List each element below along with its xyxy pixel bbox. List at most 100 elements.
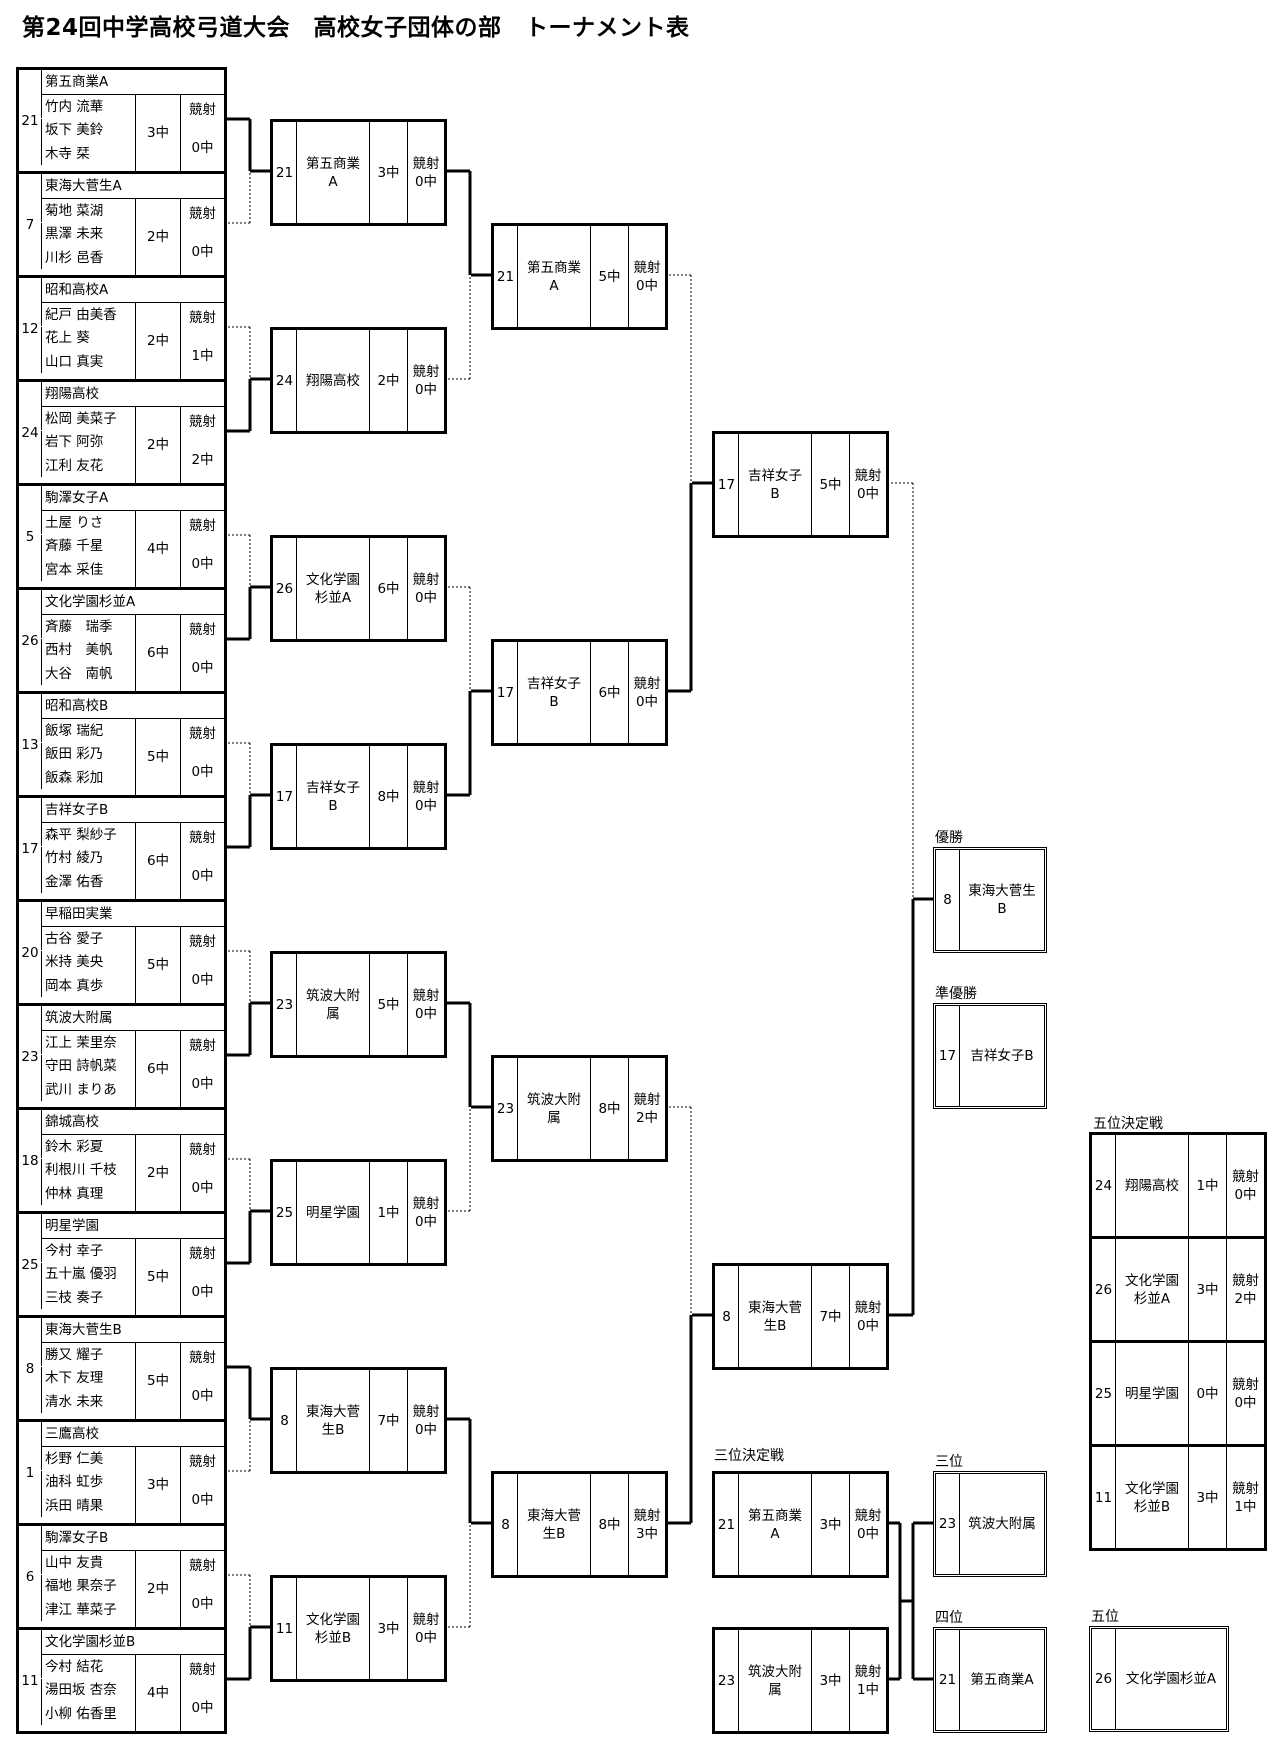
page-title: 第24回中学高校弓道大会 高校女子団体の部 トーナメント表 <box>22 15 690 41</box>
team-seed: 26 <box>21 632 39 649</box>
team-school: 東海大菅生A <box>41 174 224 198</box>
shoot-off-label: 競射 <box>180 1655 224 1685</box>
shoot-off-label: 競射 <box>633 259 661 276</box>
match-seed: 17 <box>717 476 736 493</box>
shoot-off-label: 競射 <box>412 155 440 172</box>
shoot-off-hits: 3中 <box>635 1525 659 1542</box>
team-member: 斉藤 瑞季 <box>41 615 135 638</box>
match-seed: 26 <box>1094 1281 1113 1298</box>
team-seed: 1 <box>25 1464 35 1481</box>
team-member: 山中 友貴 <box>41 1551 135 1574</box>
team-member: 仲林 真理 <box>41 1182 135 1205</box>
result-seed: 23 <box>938 1516 957 1532</box>
match-hits: 0中 <box>1188 1343 1226 1444</box>
shoot-off-label: 競射 <box>854 467 882 484</box>
team-seed: 25 <box>21 1256 39 1273</box>
match-team-name: 文化学園杉並A <box>296 538 369 639</box>
team-member: 今村 結花 <box>41 1655 135 1678</box>
team-seed: 8 <box>25 1360 35 1377</box>
match-team-name: 第五商業A <box>296 122 369 223</box>
row-divider <box>41 718 224 719</box>
team-member: 宮本 采佳 <box>41 558 135 581</box>
shoot-off-hits: 0中 <box>414 1005 438 1022</box>
team-seed: 13 <box>21 736 39 753</box>
team-seed: 24 <box>21 424 39 441</box>
team-hits: 3中 <box>135 95 180 171</box>
team-member: 利根川 千枝 <box>41 1158 135 1182</box>
shoot-off-label: 競射 <box>180 719 224 749</box>
result-team-name: 文化学園杉並A <box>1115 1629 1226 1729</box>
match-hits: 3中 <box>1188 1447 1226 1548</box>
team-seed: 18 <box>21 1152 39 1169</box>
team-member: 武川 まりあ <box>41 1078 135 1101</box>
team-seed: 23 <box>21 1048 39 1065</box>
team-member: 津江 華菜子 <box>41 1598 135 1621</box>
team-school: 三鷹高校 <box>41 1422 224 1446</box>
shoot-off-hits: 2中 <box>180 437 224 483</box>
shoot-off-hits: 0中 <box>1234 1394 1257 1411</box>
match-team-name: 翔陽高校 <box>1115 1135 1188 1236</box>
result-team-name: 筑波大附属 <box>959 1474 1044 1574</box>
shoot-off-label: 競射 <box>180 615 224 645</box>
match-team-name: 東海大菅生B <box>517 1474 590 1575</box>
match-team-name: 筑波大附属 <box>296 954 369 1055</box>
team-member: 油科 虹歩 <box>41 1470 135 1494</box>
match-team-name: 文化学園杉並A <box>1115 1239 1188 1340</box>
shoot-off-label: 競射 <box>180 303 224 333</box>
team-member: 守田 詩帆菜 <box>41 1054 135 1078</box>
match-hits: 5中 <box>590 226 628 327</box>
row-divider <box>41 94 224 95</box>
row-divider <box>41 822 224 823</box>
shoot-off-hits: 0中 <box>180 1685 224 1731</box>
shoot-off-hits: 1中 <box>180 333 224 379</box>
match-team-name: 東海大菅生B <box>738 1266 811 1367</box>
match-hits: 6中 <box>590 642 628 743</box>
shoot-off-hits: 0中 <box>414 173 438 190</box>
shoot-off-label: 競射 <box>180 1239 224 1269</box>
row-divider <box>41 1654 224 1655</box>
match-seed: 25 <box>275 1204 294 1221</box>
team-member: 川杉 邑香 <box>41 246 135 269</box>
shoot-off-hits: 0中 <box>1234 1186 1257 1203</box>
shoot-off-hits: 0中 <box>180 229 224 275</box>
match-hits: 3中 <box>811 1630 849 1731</box>
shoot-off-label: 競射 <box>633 675 661 692</box>
match-seed: 21 <box>275 164 294 181</box>
team-seed: 20 <box>21 944 39 961</box>
shoot-off-hits: 0中 <box>414 381 438 398</box>
team-member: 花上 葵 <box>41 326 135 350</box>
match-hits: 6中 <box>369 538 407 639</box>
match-team-name: 翔陽高校 <box>296 330 369 431</box>
result-seed: 26 <box>1094 1671 1113 1687</box>
match-seed: 8 <box>501 1516 510 1533</box>
match-team-name: 吉祥女子B <box>738 434 811 535</box>
team-member: 黒澤 未来 <box>41 222 135 246</box>
team-member: 江上 茉里奈 <box>41 1031 135 1054</box>
shoot-off-label: 競射 <box>412 1611 440 1628</box>
team-seed: 12 <box>21 320 39 337</box>
shoot-off-hits: 2中 <box>635 1109 659 1126</box>
shoot-off-hits: 0中 <box>180 541 224 587</box>
